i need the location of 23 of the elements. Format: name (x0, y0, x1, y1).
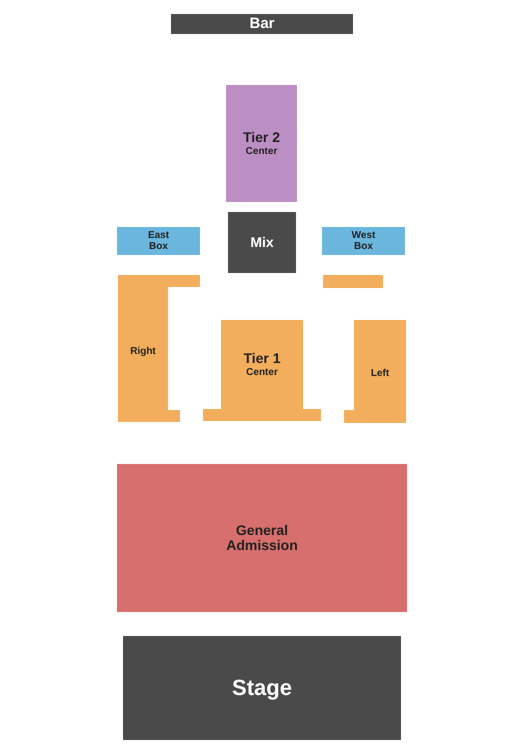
section-label: Stage (232, 676, 292, 700)
section-label: Mix (250, 234, 274, 250)
section-label: East Box (146, 230, 170, 252)
seating-section (226, 85, 297, 202)
section-label: West Box (350, 230, 376, 252)
mix-booth (228, 212, 296, 273)
section-label: Right (130, 346, 156, 356)
seating-section (344, 320, 406, 423)
stage (123, 636, 401, 740)
section-label: Left (370, 368, 390, 378)
seating-section (117, 227, 200, 255)
bar-area (171, 14, 353, 34)
section-label: Center (246, 366, 278, 378)
seating-section (322, 227, 405, 255)
section-label: Tier 2 (242, 130, 280, 146)
seating-section (118, 275, 200, 422)
section-label: Center (246, 146, 278, 157)
seating-section (323, 275, 383, 288)
seating-section (203, 320, 321, 421)
section-label: Bar (249, 16, 274, 32)
general-admission-area (117, 464, 407, 612)
section-label: Tier 1 (243, 351, 281, 367)
section-label: General Admission (225, 522, 299, 554)
